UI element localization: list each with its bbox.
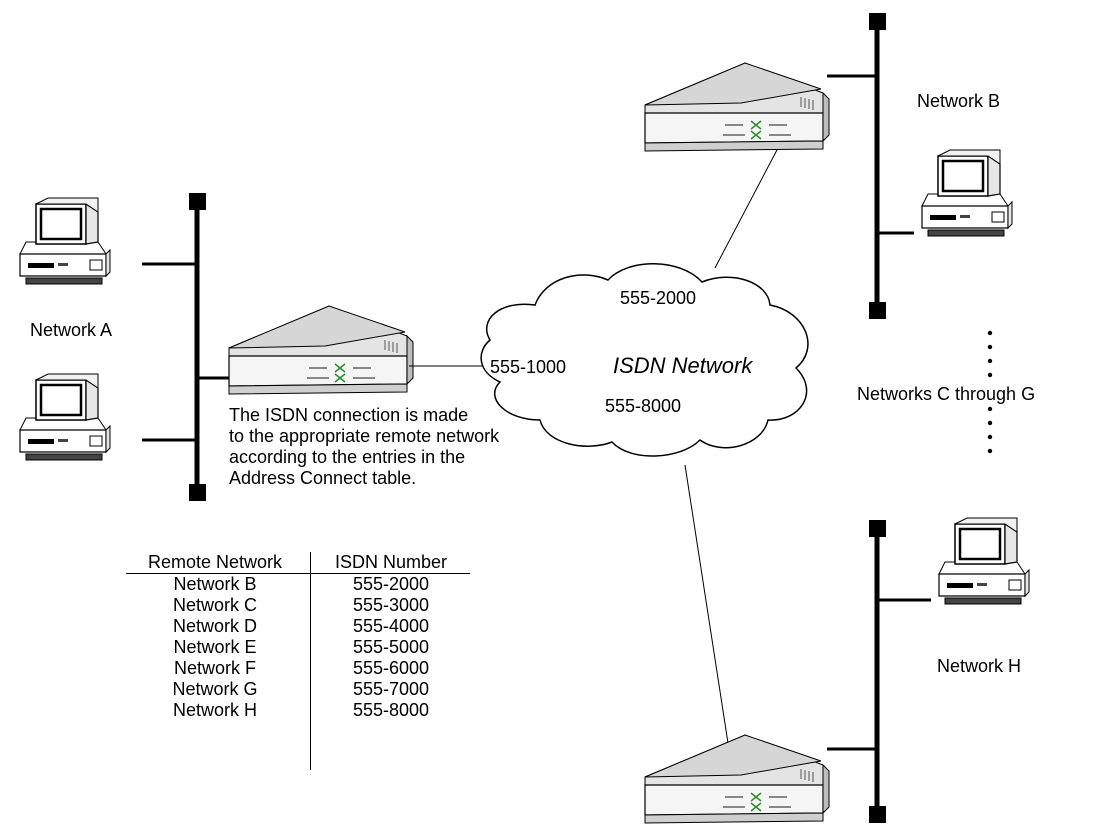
isdn-number-top: 555-2000 — [620, 288, 697, 308]
table-cell-network: Network C — [172, 595, 257, 615]
table-cell-number: 555-4000 — [352, 616, 430, 636]
table-header-isdn-number: ISDN Number — [334, 552, 448, 572]
table-cell-network: Network D — [172, 616, 257, 636]
table-row: Network H 555-8000 — [120, 700, 470, 721]
address-connect-table: Remote Network ISDN Number Network B 555… — [120, 550, 470, 770]
isdn-network-label: ISDN Network — [613, 353, 753, 378]
isdn-number-bottom: 555-8000 — [605, 396, 682, 416]
network-h-router — [644, 734, 830, 824]
router-h-isdn-link — [684, 464, 729, 744]
network-a-lan — [142, 193, 229, 501]
network-h-label: Network H — [937, 656, 1022, 676]
table-cell-network: Network B — [173, 574, 257, 594]
connection-note: The ISDN connection is made to the appro… — [229, 405, 499, 489]
network-h-lan — [827, 520, 931, 823]
table-cell-number: 555-6000 — [352, 658, 430, 678]
isdn-number-left: 555-1000 — [490, 357, 567, 377]
table-row: Network E 555-5000 — [120, 637, 470, 658]
table-row: Network B 555-2000 — [120, 574, 470, 595]
network-a-router — [228, 305, 414, 395]
network-h-computer — [937, 516, 1031, 606]
table-row: Network D 555-4000 — [120, 616, 470, 637]
network-a-computer-1 — [18, 196, 112, 286]
network-b-label: Network B — [917, 91, 1001, 111]
note-line: Address Connect table. — [229, 468, 417, 488]
table-row: Network C 555-3000 — [120, 595, 470, 616]
table-cell-number: 555-5000 — [352, 637, 430, 657]
table-cell-number: 555-2000 — [352, 574, 430, 594]
table-cell-number: 555-3000 — [352, 595, 430, 615]
note-line: The ISDN connection is made — [229, 405, 469, 425]
networks-c-g-ellipsis — [987, 330, 993, 454]
network-b-computer — [920, 148, 1014, 238]
table-cell-network: Network H — [172, 700, 257, 720]
table-column-divider — [310, 552, 311, 770]
network-b-lan — [827, 13, 914, 319]
network-a-computer-2 — [18, 372, 112, 462]
table-cell-network: Network F — [173, 658, 256, 678]
note-line: according to the entries in the — [229, 447, 466, 467]
table-header-rule — [126, 573, 470, 574]
table-cell-number: 555-7000 — [352, 679, 430, 699]
table-header-row: Remote Network ISDN Number — [120, 550, 470, 574]
isdn-network-cloud — [480, 263, 809, 457]
table-header-remote-network: Remote Network — [147, 552, 283, 572]
router-b-isdn-link — [714, 147, 779, 269]
network-a-label: Network A — [30, 320, 113, 340]
note-line: to the appropriate remote network — [229, 426, 500, 446]
networks-c-g-label: Networks C through G — [857, 384, 1036, 404]
network-b-router — [644, 62, 830, 152]
table-cell-network: Network E — [173, 637, 257, 657]
table-cell-number: 555-8000 — [352, 700, 430, 720]
table-row: Network F 555-6000 — [120, 658, 470, 679]
table-cell-network: Network G — [172, 679, 258, 699]
table-row: Network G 555-7000 — [120, 679, 470, 700]
